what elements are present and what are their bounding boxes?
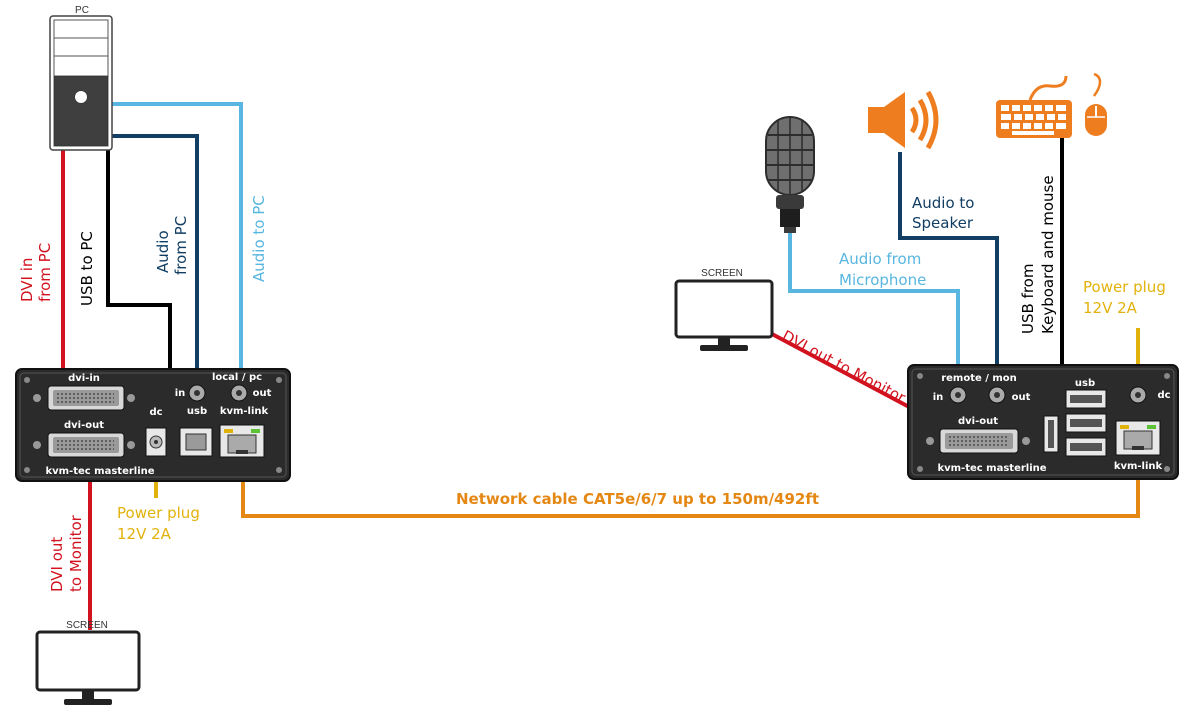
local-in-label: in bbox=[175, 388, 186, 399]
local-kvm-link-label: kvm-link bbox=[220, 406, 269, 417]
label-usb-from-kbd-1: USB from bbox=[1019, 264, 1037, 334]
label-dvi-out-left-2: to Monitor bbox=[67, 514, 85, 592]
label-dvi-out-left-1: DVI out bbox=[48, 537, 66, 592]
cable-audio-from-mic bbox=[788, 232, 960, 388]
remote-dc-label: dc bbox=[1157, 390, 1170, 401]
label-network: Network cable CAT5e/6/7 up to 150m/492ft bbox=[456, 490, 819, 508]
remote-usb-ports bbox=[1043, 389, 1107, 457]
label-usb-to-pc: USB to PC bbox=[78, 231, 96, 306]
cable-network bbox=[241, 452, 1140, 518]
cable-audio-from-pc bbox=[112, 134, 199, 388]
label-power-left-2: 12V 2A bbox=[117, 525, 172, 543]
remote-kvm-link-port bbox=[1115, 420, 1161, 456]
label-dvi-out-right: DVI out to Monitor bbox=[779, 327, 909, 408]
remote-audio-in-jack bbox=[949, 386, 967, 404]
local-dc-port bbox=[145, 427, 167, 457]
local-audio-out-jack bbox=[230, 384, 248, 402]
label-audio-from-mic-1: Audio from bbox=[839, 250, 921, 268]
label-power-right-1: Power plug bbox=[1083, 278, 1166, 296]
local-dvi-out-label: dvi-out bbox=[64, 420, 104, 431]
label-audio-from-mic-2: Microphone bbox=[839, 271, 926, 289]
local-dvi-in-label: dvi-in bbox=[68, 373, 100, 384]
remote-kvm-link-label: kvm-link bbox=[1114, 461, 1163, 472]
local-usb-port bbox=[179, 427, 213, 457]
remote-unit: remote / mon in out dvi-out usb bbox=[907, 364, 1179, 480]
label-dvi-in-2: from PC bbox=[36, 243, 54, 302]
label-audio-to-speaker-1: Audio to bbox=[912, 194, 974, 212]
microphone-icon bbox=[765, 116, 815, 233]
remote-dvi-out-label: dvi-out bbox=[958, 416, 998, 427]
pc-label: PC bbox=[75, 5, 89, 16]
label-power-right-2: 12V 2A bbox=[1083, 299, 1138, 317]
pc-tower-icon: PC bbox=[49, 5, 113, 151]
local-audio-in-jack bbox=[188, 384, 206, 402]
remote-out-label: out bbox=[1012, 392, 1031, 403]
remote-remote-mon-label: remote / mon bbox=[941, 373, 1017, 384]
remote-brand-label: kvm-tec masterline bbox=[937, 463, 1046, 474]
local-kvm-link-port bbox=[219, 424, 265, 458]
cable-audio-to-pc bbox=[112, 102, 243, 388]
screen-right-label: SCREEN bbox=[701, 268, 743, 279]
label-audio-to-speaker-2: Speaker bbox=[912, 214, 974, 232]
remote-audio-out-jack bbox=[988, 386, 1006, 404]
remote-dc-port bbox=[1129, 386, 1147, 404]
label-audio-from-pc-1: Audio bbox=[154, 230, 172, 273]
label-dvi-in-1: DVI in bbox=[18, 258, 36, 302]
local-local-pc-label: local / pc bbox=[212, 372, 262, 383]
keyboard-mouse-icon bbox=[996, 72, 1107, 138]
label-power-left-1: Power plug bbox=[117, 504, 200, 522]
label-audio-from-pc-2: from PC bbox=[172, 216, 190, 275]
local-brand-label: kvm-tec masterline bbox=[45, 466, 154, 477]
remote-in-label: in bbox=[933, 392, 944, 403]
label-audio-to-pc: Audio to PC bbox=[250, 195, 268, 282]
speaker-icon bbox=[868, 90, 939, 150]
remote-dvi-out-port bbox=[926, 428, 1030, 454]
label-usb-from-kbd-2: Keyboard and mouse bbox=[1039, 175, 1057, 334]
local-dvi-out-port bbox=[33, 432, 135, 458]
local-out-label: out bbox=[253, 388, 272, 399]
screen-right-icon: SCREEN bbox=[674, 268, 774, 351]
remote-usb-label: usb bbox=[1075, 378, 1095, 389]
local-unit: dvi-in dvi-out dc in usb bbox=[15, 368, 291, 482]
local-dvi-in-port bbox=[33, 385, 135, 411]
local-dc-label: dc bbox=[149, 407, 162, 418]
cable-audio-to-speaker bbox=[898, 152, 999, 388]
local-usb-label: usb bbox=[187, 406, 207, 417]
screen-left-icon: SCREEN bbox=[35, 620, 141, 705]
screen-left-label: SCREEN bbox=[66, 620, 108, 631]
